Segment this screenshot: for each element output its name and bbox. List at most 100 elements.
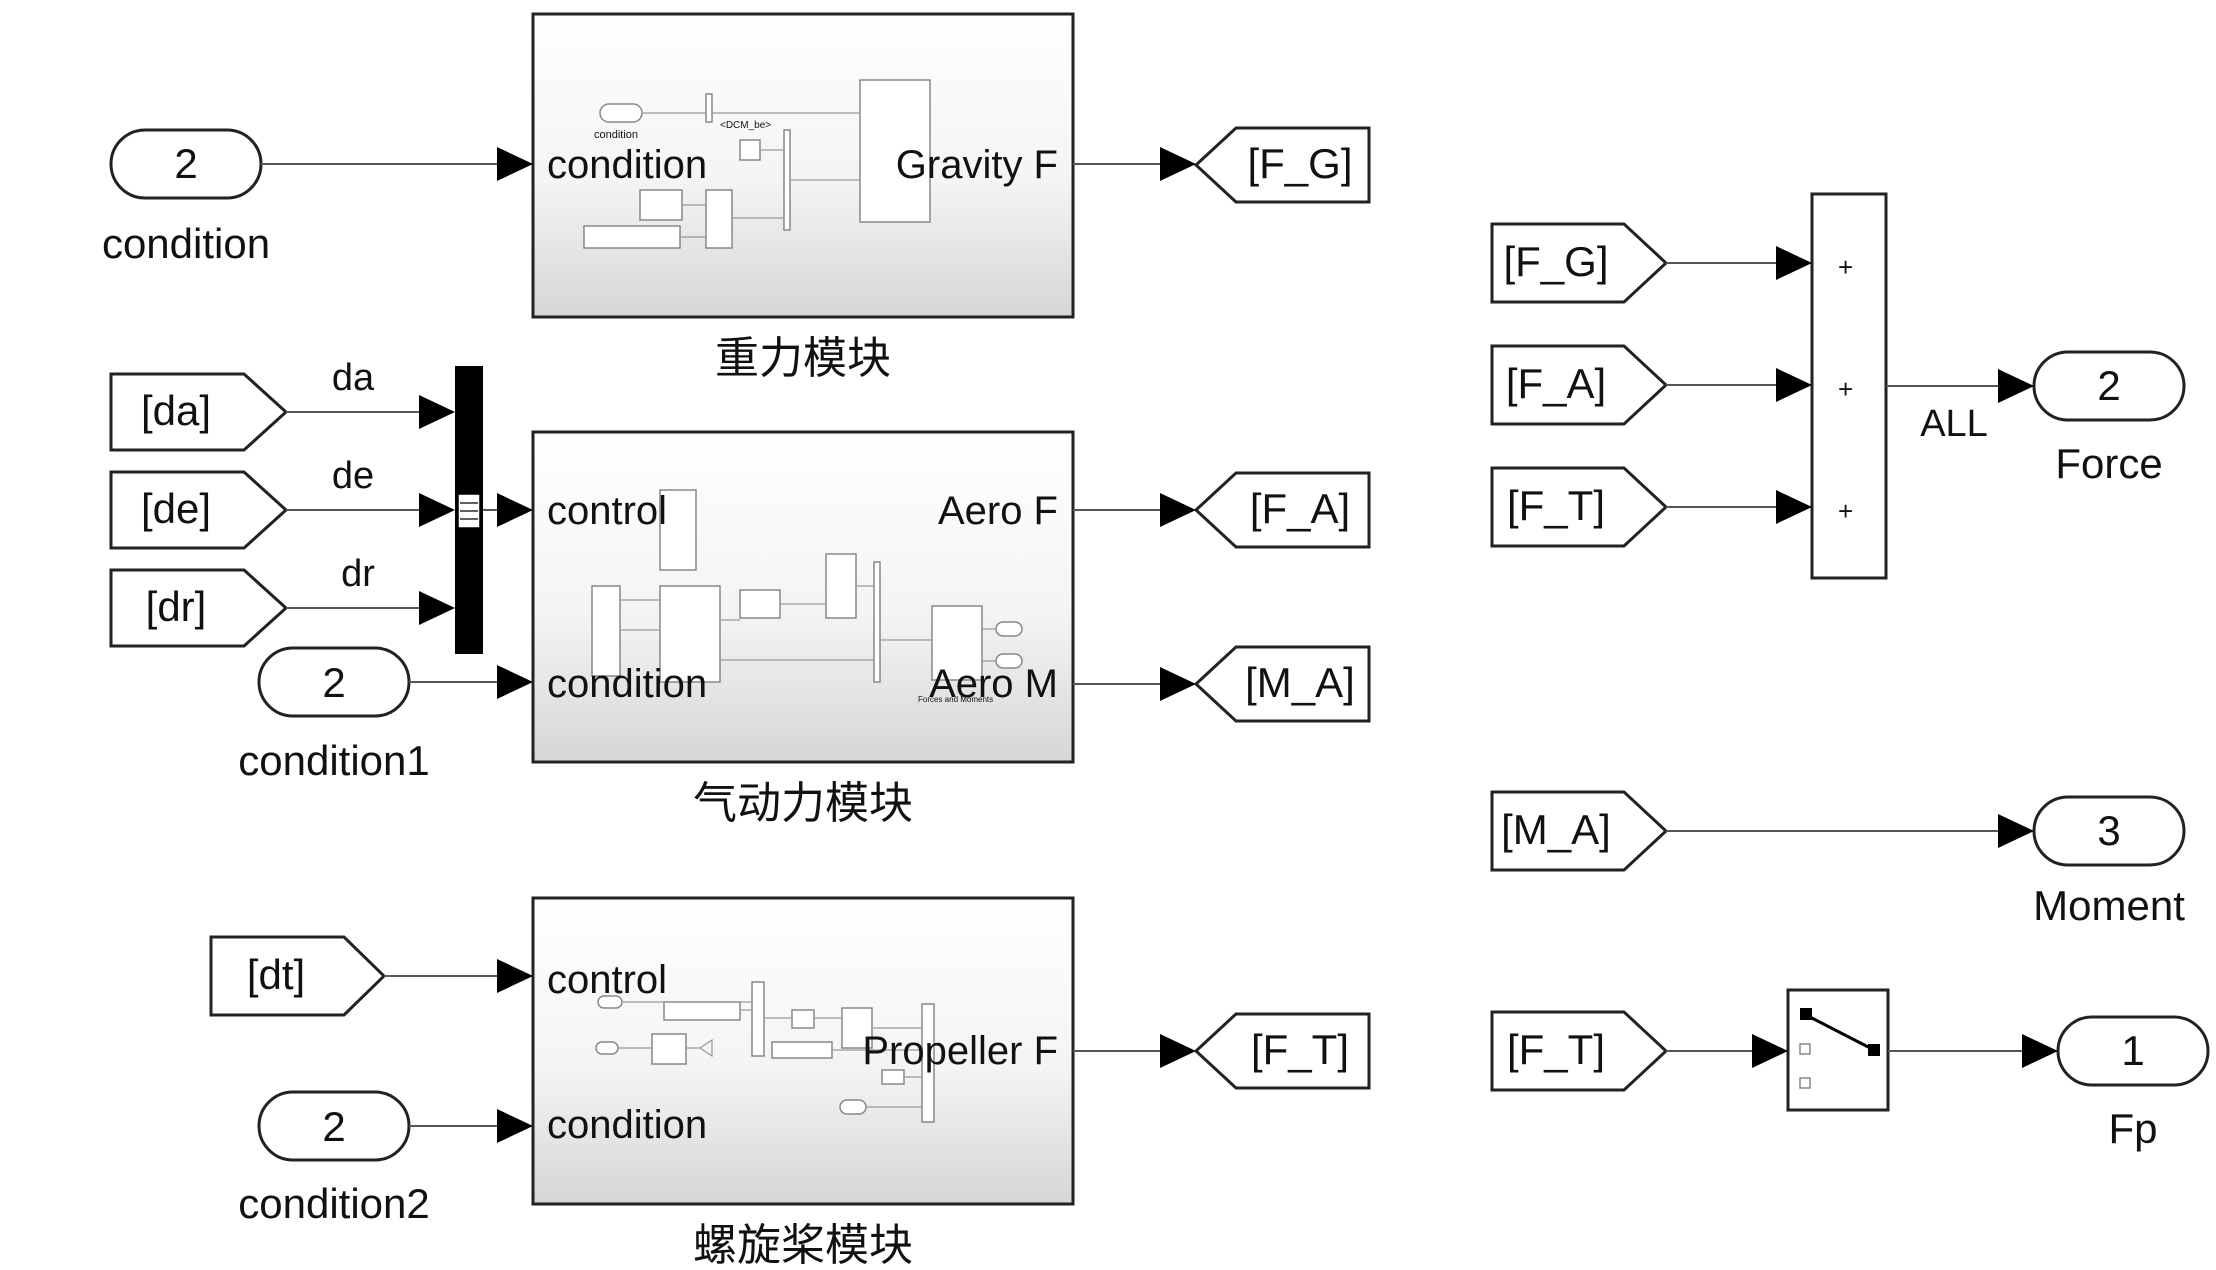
outport-fp-label: Fp <box>2108 1105 2157 1152</box>
inner-demux <box>705 93 713 123</box>
wire-switch-to-fp-arrowhead <box>2022 1034 2058 1068</box>
inport-condition2-number: 2 <box>322 1103 345 1150</box>
goto-ma-shape[interactable] <box>1193 645 1371 723</box>
from-ft-right2-shape[interactable] <box>1490 1010 1669 1092</box>
mux-indicator-lines <box>460 502 478 520</box>
wire-condition1-to-aero-arrowhead <box>497 665 533 699</box>
gravity-out-port-label: Gravity F <box>896 143 1058 187</box>
inner-prop-mux <box>751 981 765 1057</box>
from-ft-right2[interactable]: [F_T] <box>1490 1010 1669 1092</box>
goto-fa-text: [F_A] <box>1250 485 1350 532</box>
goto-fg-text: [F_G] <box>1247 140 1352 187</box>
inner-aero-block-e <box>931 605 983 681</box>
inport-condition-number: 2 <box>174 140 197 187</box>
inner-aero-out1 <box>995 621 1023 637</box>
wire-condition2-to-propeller-arrowhead <box>497 1109 533 1143</box>
inport-condition2[interactable]: 2 condition2 <box>238 1090 430 1227</box>
gravity-block-frame[interactable] <box>531 12 1075 319</box>
inner-prop-block-e <box>771 1041 833 1059</box>
inner-aero-ports <box>591 585 621 677</box>
goto-fa-shape[interactable] <box>1193 471 1371 549</box>
from-ft-right-shape[interactable] <box>1490 466 1669 548</box>
from-fa-right[interactable]: [F_A] <box>1490 344 1669 426</box>
signal-label-de: de <box>332 455 374 497</box>
from-da-shape[interactable] <box>109 372 289 452</box>
from-ma-right-text: [M_A] <box>1501 806 1611 853</box>
propeller-subsystem[interactable]: control condition Propeller F 螺旋桨模块 <box>531 896 1075 1270</box>
goto-fg[interactable]: [F_G] <box>1193 126 1371 204</box>
goto-ft-shape[interactable] <box>1193 1012 1371 1090</box>
goto-ma-text: [M_A] <box>1245 659 1355 706</box>
outport-force[interactable]: 2 Force <box>2032 350 2186 487</box>
sum-block-shape[interactable] <box>1810 192 1888 580</box>
from-dr-shape[interactable] <box>109 568 289 648</box>
from-de[interactable]: [de] <box>109 470 289 550</box>
from-ma-right[interactable]: [M_A] <box>1490 790 1669 872</box>
from-fg-right-shape[interactable] <box>1490 222 1669 304</box>
inport-condition1[interactable]: 2 condition1 <box>238 646 430 784</box>
outport-fp[interactable]: 1 Fp <box>2056 1015 2210 1152</box>
mux-block[interactable] <box>455 366 483 654</box>
outport-moment[interactable]: 3 Moment <box>2032 795 2186 929</box>
inner-aero-block-a <box>659 489 697 571</box>
from-ft-right-text: [F_T] <box>1507 482 1605 529</box>
from-ma-right-shape[interactable] <box>1490 790 1669 872</box>
gravity-in-port-label: condition <box>547 143 707 187</box>
goto-fa[interactable]: [F_A] <box>1193 471 1371 549</box>
wire-aero-force-to-goto-arrowhead <box>1160 493 1196 527</box>
from-dr[interactable]: [dr] <box>109 568 289 648</box>
aero-out-port-force: Aero F <box>938 489 1058 533</box>
aero-subsystem[interactable]: Forces and Moments control condition Aer… <box>531 430 1075 829</box>
wire-mux-to-aero-arrowhead <box>497 493 533 527</box>
outport-moment-label: Moment <box>2033 882 2185 929</box>
aero-out-port-moment: Aero M <box>929 662 1058 706</box>
selector-switch-block[interactable] <box>1786 988 1890 1112</box>
inner-block-a <box>639 189 683 221</box>
inner-aero-block-b <box>659 585 721 683</box>
wire-ft-to-sum-arrowhead <box>1776 490 1812 524</box>
gravity-subsystem[interactable]: condition <DCM_be> condition Gravity F 重… <box>531 12 1075 384</box>
inner-aero-block-c <box>739 589 781 619</box>
from-da[interactable]: [da] <box>109 372 289 452</box>
inner-aero-mux <box>873 561 881 683</box>
from-dt-shape[interactable] <box>209 935 387 1017</box>
switch-input-3-marker <box>1799 1077 1811 1089</box>
from-fg-right[interactable]: [F_G] <box>1490 222 1669 304</box>
goto-fg-shape[interactable] <box>1193 126 1371 204</box>
prop-out-port-force: Propeller F <box>862 1029 1058 1073</box>
inner-dcm-text: <DCM_be> <box>720 120 771 131</box>
inport-condition2-label: condition2 <box>238 1180 429 1227</box>
from-ft-right[interactable]: [F_T] <box>1490 466 1669 548</box>
inner-big-block <box>859 79 931 223</box>
signal-label-da: da <box>332 357 375 399</box>
goto-ft[interactable]: [F_T] <box>1193 1012 1371 1090</box>
from-dr-text: [dr] <box>146 583 207 630</box>
gravity-title: 重力模块 <box>715 333 891 384</box>
aero-inner-preview: Forces and Moments <box>591 489 1023 704</box>
from-de-text: [de] <box>141 485 211 532</box>
goto-ft-text: [F_T] <box>1251 1026 1349 1073</box>
from-ft-right2-text: [F_T] <box>1507 1026 1605 1073</box>
inner-condition-text: condition <box>594 129 638 141</box>
from-de-shape[interactable] <box>109 470 289 550</box>
signal-wires <box>261 147 2058 1143</box>
wire-dr-to-mux-arrowhead <box>419 591 455 625</box>
inner-prop-block-a <box>651 1033 687 1065</box>
from-dt[interactable]: [dt] <box>209 935 387 1017</box>
prop-in-port-condition: condition <box>547 1103 707 1147</box>
from-da-text: [da] <box>141 387 211 434</box>
wire-de-to-mux-arrowhead <box>419 493 455 527</box>
goto-ma[interactable]: [M_A] <box>1193 645 1371 723</box>
inner-prop-wires <box>618 1001 922 1108</box>
sum-sign-3: + <box>1838 496 1853 526</box>
inner-prop-block-c <box>791 1009 815 1029</box>
aero-block-frame[interactable] <box>531 430 1075 764</box>
sum-sign-1: + <box>1838 252 1853 282</box>
from-fa-right-shape[interactable] <box>1490 344 1669 426</box>
from-fa-right-text: [F_A] <box>1506 360 1606 407</box>
inport-condition[interactable]: 2 condition <box>102 128 270 267</box>
sum-block[interactable]: + + + <box>1810 192 1888 580</box>
gravity-inner-preview: condition <DCM_be> <box>583 79 931 249</box>
propeller-inner-preview <box>595 981 935 1123</box>
inner-prop-block-b <box>663 1001 741 1021</box>
